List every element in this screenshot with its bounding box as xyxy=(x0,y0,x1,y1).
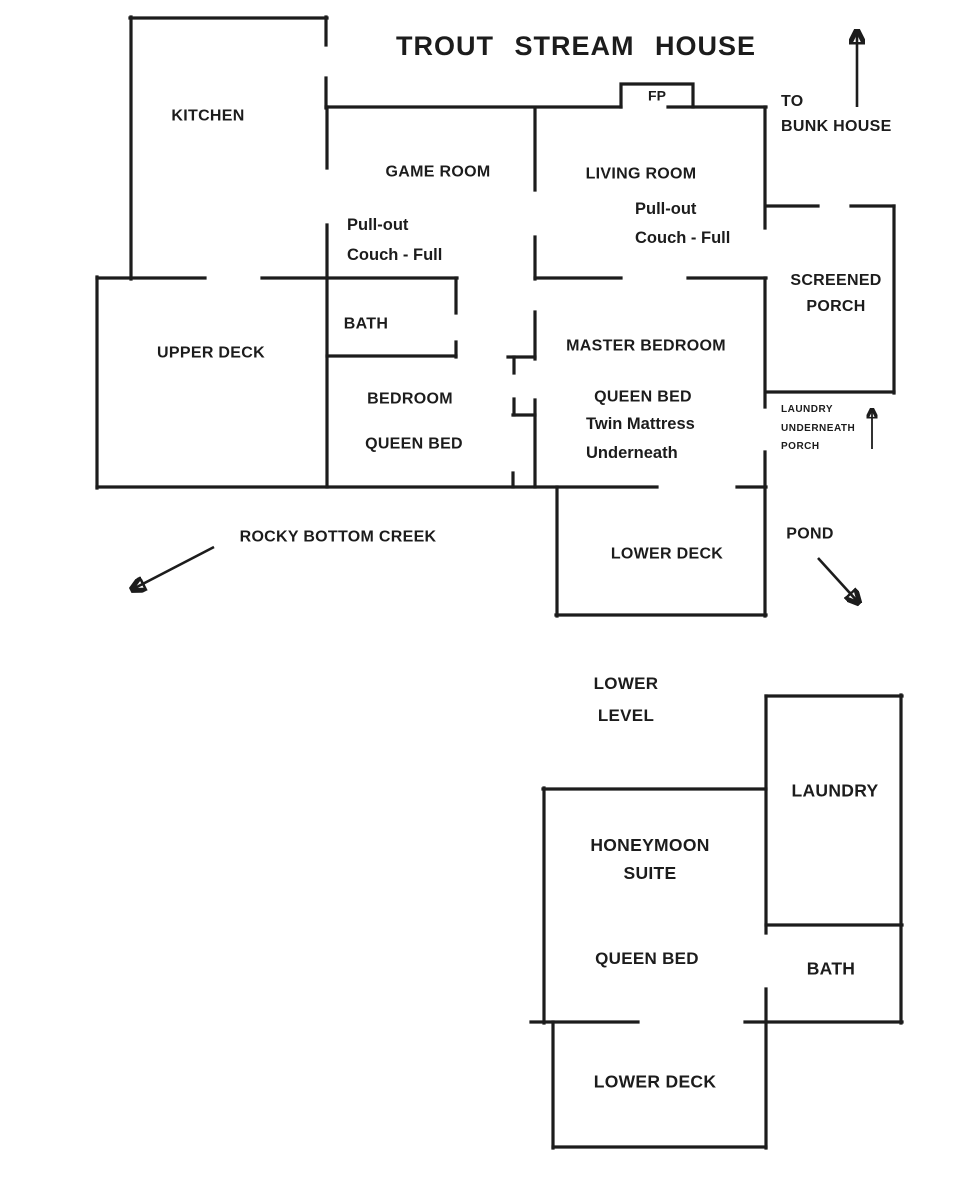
creek-arrow xyxy=(133,545,215,589)
room-label-lower-deck-main: LOWER DECK xyxy=(610,545,724,563)
room-label-bedroom: BEDROOM xyxy=(367,390,453,408)
rocky-bottom-creek-label: ROCKY BOTTOM CREEK xyxy=(239,528,437,546)
pond-arrow xyxy=(817,557,858,602)
pond-label: POND xyxy=(786,525,834,543)
pullout-couch-game-label: Pull-out Couch - Full xyxy=(347,216,443,264)
room-label-master-bedroom: MASTER BEDROOM xyxy=(566,337,726,355)
page-title: TROUT STREAM HOUSE xyxy=(395,30,757,61)
pullout-couch-living-label: Pull-out Couch - Full xyxy=(635,200,731,247)
twin-mattress-label: Twin Mattress Underneath xyxy=(586,415,695,462)
room-label-screened-porch: SCREENED PORCH xyxy=(790,272,882,315)
to-bunk-house-label: TO BUNK HOUSE xyxy=(781,93,892,135)
lower-level-heading: LOWER LEVEL xyxy=(593,674,659,725)
room-label-lower-deck-lower: LOWER DECK xyxy=(593,1071,717,1092)
room-label-honeymoon-suite: HONEYMOON SUITE xyxy=(590,835,710,883)
queen-bed-lower-label: QUEEN BED xyxy=(595,948,699,968)
lower-level-walls xyxy=(529,693,904,1150)
laundry-underneath-porch-label: LAUNDRY UNDERNEATH PORCH xyxy=(781,404,856,452)
room-label-bath-lower: BATH xyxy=(806,958,856,979)
room-label-living-room: LIVING ROOM xyxy=(585,165,697,183)
fireplace-box xyxy=(619,82,695,109)
room-label-game-room: GAME ROOM xyxy=(385,163,491,181)
room-label-upper-deck: UPPER DECK xyxy=(157,344,265,362)
room-label-laundry-lower: LAUNDRY xyxy=(791,780,879,801)
queen-bed-master-label: QUEEN BED xyxy=(594,388,692,406)
room-label-bath-upper: BATH xyxy=(343,315,389,333)
queen-bed-bedroom-label: QUEEN BED xyxy=(365,435,463,453)
room-label-kitchen: KITCHEN xyxy=(171,107,245,125)
arrows xyxy=(133,32,872,602)
upper-floor-walls xyxy=(95,15,896,618)
fireplace-label: FP xyxy=(648,87,666,104)
